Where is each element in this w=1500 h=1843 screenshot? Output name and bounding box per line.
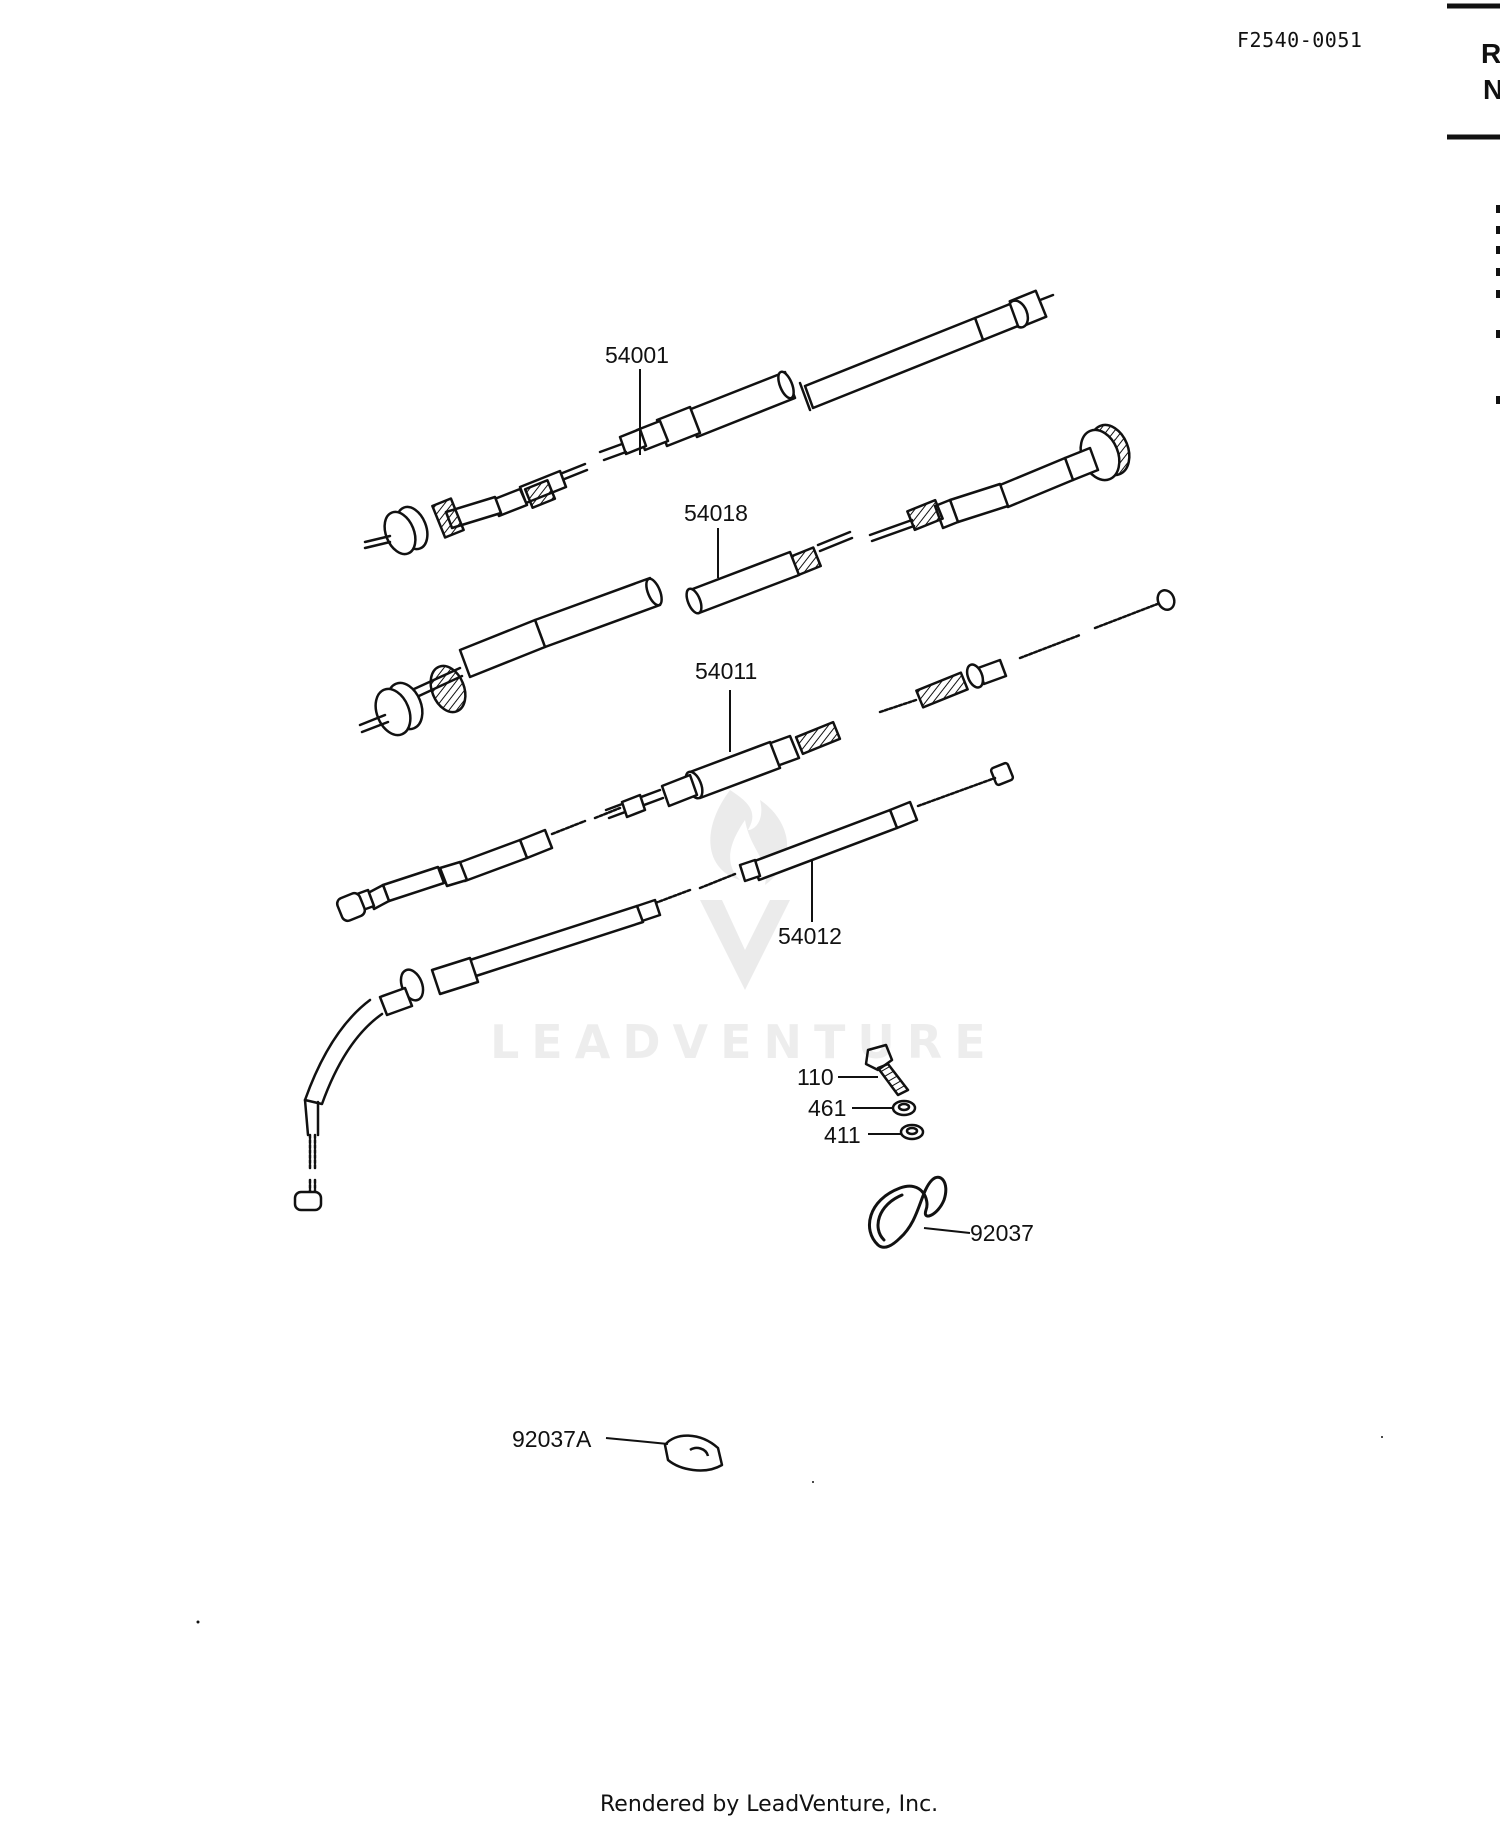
part-label-54012[interactable]: 54012	[778, 923, 842, 949]
cable-54011	[335, 589, 1176, 923]
watermark-text: LEADVENTURE	[490, 1015, 998, 1069]
scan-specks	[196, 1436, 1383, 1624]
footer-credit: Rendered by LeadVenture, Inc.	[600, 1792, 939, 1817]
part-label-92037A[interactable]: 92037A	[512, 1426, 592, 1452]
edge-tab-marks	[1496, 205, 1500, 404]
bolt-110	[864, 1043, 910, 1097]
clamp-92037A	[663, 1434, 724, 1472]
part-label-411[interactable]: 411	[824, 1122, 861, 1148]
diagram-code: F2540-0051	[1237, 28, 1363, 52]
leader-lines	[605, 369, 971, 1445]
watermark-logo-icon	[700, 790, 790, 990]
part-label-110[interactable]: 110	[797, 1064, 834, 1090]
cable-54018	[358, 423, 1131, 737]
cable-54001	[363, 289, 1055, 556]
cable-54012	[293, 761, 1015, 1212]
part-label-54018[interactable]: 54018	[684, 500, 748, 526]
part-label-92037[interactable]: 92037	[970, 1220, 1034, 1246]
edge-tab-line2: N	[1483, 74, 1500, 105]
part-label-461[interactable]: 461	[808, 1095, 847, 1121]
washer-411	[899, 1123, 925, 1141]
washer-461	[891, 1099, 917, 1117]
edge-tab-line1: R	[1481, 38, 1500, 69]
edge-tab-rules	[1447, 3, 1500, 140]
part-label-54011[interactable]: 54011	[695, 658, 758, 684]
band-92037	[868, 1175, 948, 1249]
part-label-54001[interactable]: 54001	[605, 342, 669, 368]
